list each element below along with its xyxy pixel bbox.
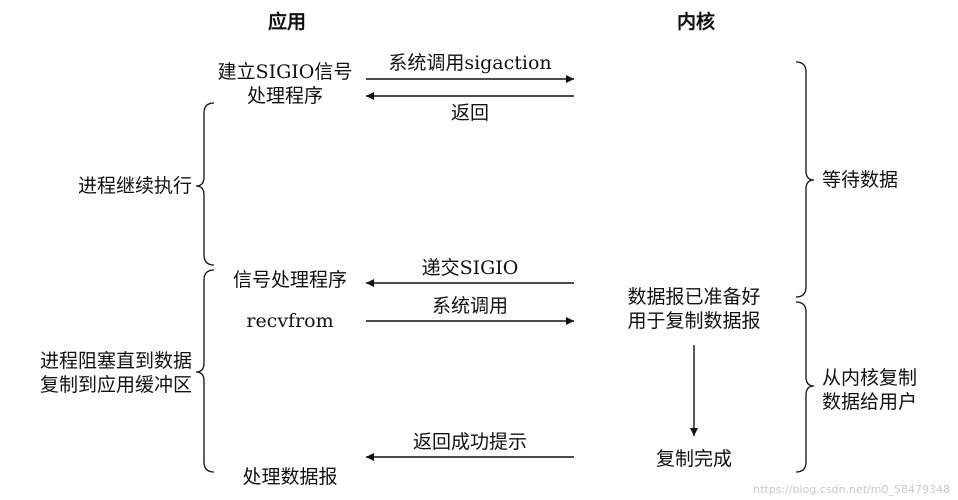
label-recvfrom: recvfrom bbox=[246, 310, 334, 332]
label-signal-handler: 信号处理程序 bbox=[232, 269, 347, 291]
label-syscall: 系统调用 bbox=[431, 295, 508, 317]
label-copy-done: 复制完成 bbox=[655, 448, 732, 470]
brace-wait-data bbox=[795, 61, 815, 298]
label-datagram-ready: 数据报已准备好 用于复制数据报 bbox=[627, 286, 761, 332]
label-return-success: 返回成功提示 bbox=[412, 431, 527, 453]
brace-continue-exec bbox=[195, 102, 215, 266]
brace-copy-to-user bbox=[795, 301, 815, 473]
brace-blocked-copy bbox=[195, 269, 215, 473]
label-continue-exec: 进程继续执行 bbox=[77, 175, 192, 197]
label-setup-handler: 建立SIGIO信号 处理程序 bbox=[217, 61, 353, 107]
label-blocked-copy: 进程阻塞直到数据 复制到应用缓冲区 bbox=[39, 350, 192, 396]
label-copy-to-user: 从内核复制 数据给用户 bbox=[822, 367, 918, 413]
header-app: 应用 bbox=[267, 11, 306, 33]
label-return: 返回 bbox=[450, 102, 489, 124]
label-deliver-sigio: 递交SIGIO bbox=[421, 257, 519, 279]
label-wait-data: 等待数据 bbox=[822, 169, 899, 191]
watermark: https://blog.csdn.net/m0_58479348 bbox=[753, 483, 950, 496]
label-process-datagram: 处理数据报 bbox=[242, 466, 338, 488]
label-syscall-sigaction: 系统调用sigaction bbox=[388, 52, 552, 74]
header-kernel: 内核 bbox=[676, 11, 715, 33]
